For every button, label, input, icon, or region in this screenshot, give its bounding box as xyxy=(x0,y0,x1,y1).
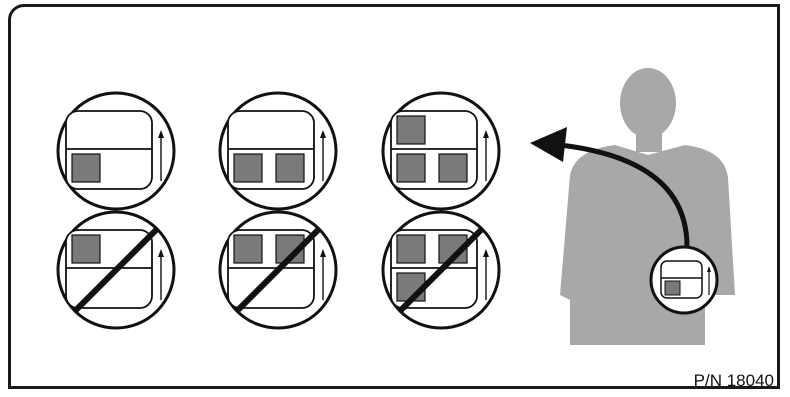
prohibited-slash-icon xyxy=(72,226,160,314)
prohibited-slash-icon xyxy=(397,226,485,314)
allowed-panel xyxy=(218,91,338,211)
small-panel-icon xyxy=(649,245,719,315)
cargo-box xyxy=(438,153,468,183)
prohibited-slash-icon xyxy=(234,226,322,314)
cargo-box xyxy=(396,115,426,145)
cargo-box xyxy=(71,234,101,264)
curved-arrow-icon xyxy=(530,127,690,249)
panel-grid xyxy=(56,91,501,330)
allowed-panel xyxy=(381,91,501,211)
prohibited-panel xyxy=(56,210,176,330)
cargo-box xyxy=(396,153,426,183)
cargo-box xyxy=(233,234,263,264)
prohibited-panel xyxy=(218,210,338,330)
diagram-frame xyxy=(8,4,780,389)
cargo-box xyxy=(396,234,426,264)
cargo-box xyxy=(71,153,101,183)
cargo-box xyxy=(233,153,263,183)
prohibited-panel xyxy=(381,210,501,330)
cargo-box xyxy=(275,153,305,183)
allowed-panel xyxy=(56,91,176,211)
part-number: P/N 18040 xyxy=(693,371,774,390)
